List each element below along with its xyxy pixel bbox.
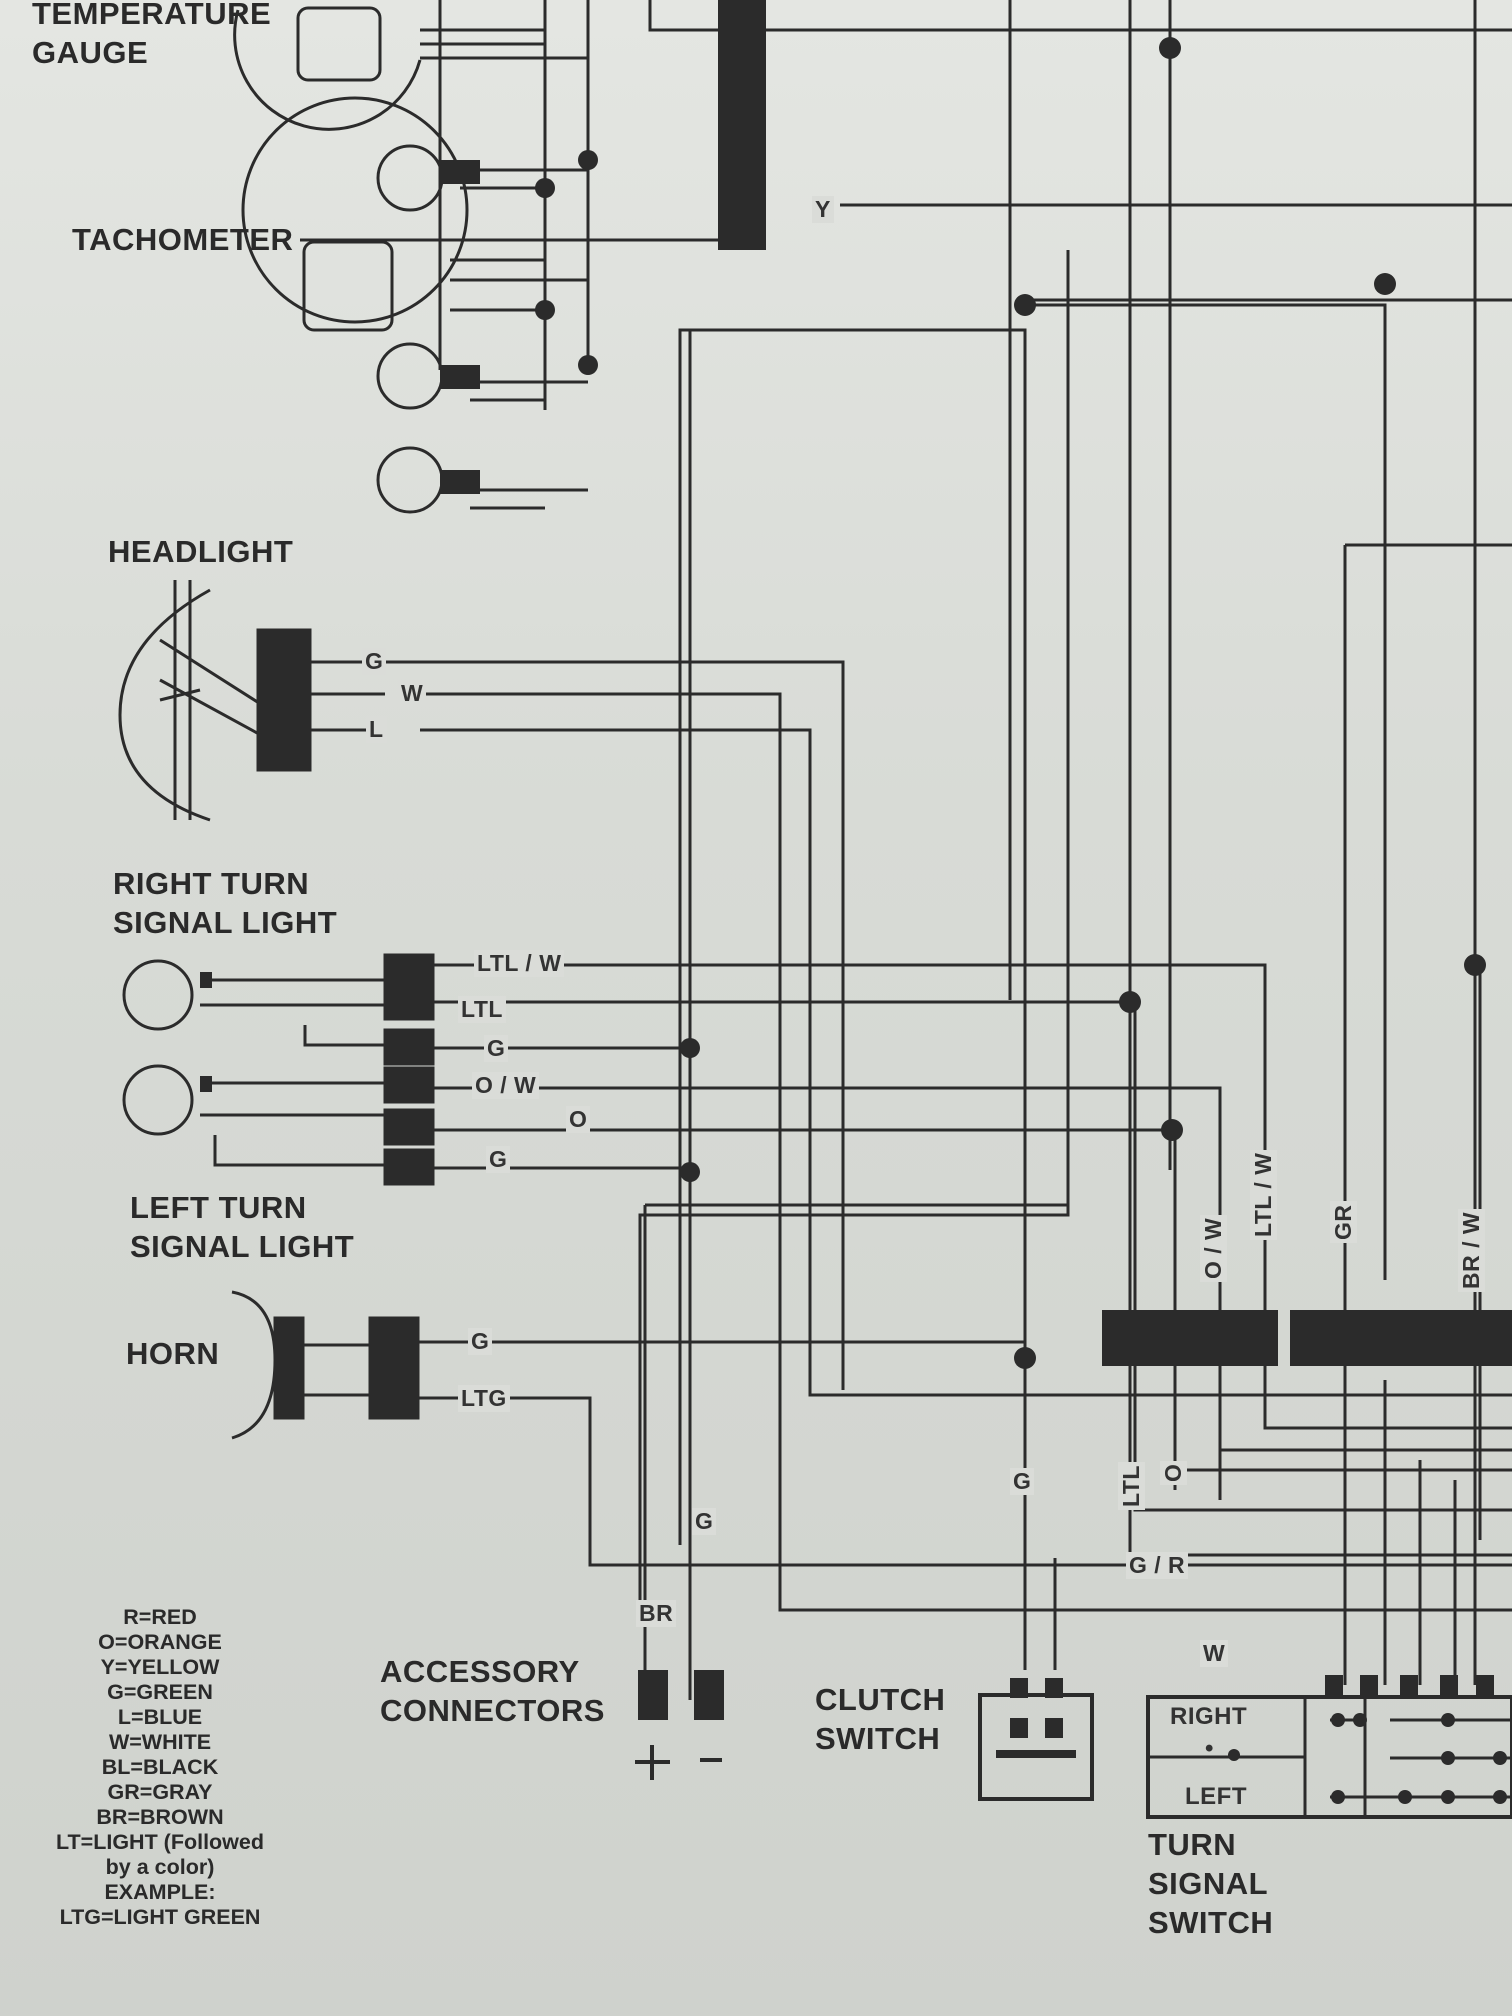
legend-item: LTG=LIGHT GREEN bbox=[59, 1905, 261, 1929]
legend-item: BR=BROWN bbox=[96, 1805, 224, 1829]
wire-label-w: W bbox=[1200, 1640, 1229, 1667]
headlight-label: HEADLIGHT bbox=[108, 534, 294, 569]
right-turn-signal-label: RIGHT TURN SIGNAL LIGHT bbox=[113, 866, 338, 940]
wire-label-ltlw-vertical: LTL / W bbox=[1250, 1149, 1277, 1240]
accessory-minus: - bbox=[700, 1726, 716, 1780]
turn-switch-left: LEFT bbox=[1185, 1783, 1247, 1810]
legend-item: Y=YELLOW bbox=[100, 1655, 220, 1679]
turn-switch-neutral: • bbox=[1205, 1735, 1214, 1762]
wire-label-head-w: W bbox=[398, 680, 427, 707]
turn-signal-switch-label: TURN SIGNAL SWITCH bbox=[1148, 1827, 1274, 1940]
legend-item: W=WHITE bbox=[108, 1730, 212, 1754]
legend-item: O=ORANGE bbox=[98, 1630, 222, 1654]
wire-label-ow-vertical: O / W bbox=[1200, 1214, 1227, 1282]
wire-label-rt-ltl: LTL bbox=[458, 996, 506, 1023]
legend-item: R=RED bbox=[123, 1605, 197, 1629]
wire-label-rt-g: G bbox=[484, 1035, 509, 1062]
temperature-gauge-label: TEMPERATURE GAUGE bbox=[32, 0, 272, 70]
wire-label-rt-ltlw: LTL / W bbox=[474, 950, 565, 977]
wire-label-acc-g: G bbox=[692, 1508, 717, 1535]
wire-label-gr-vertical: GR bbox=[1330, 1201, 1357, 1243]
wire-label-horn-ltg: LTG bbox=[458, 1385, 510, 1412]
horn-label: HORN bbox=[126, 1336, 220, 1371]
wire-label-brw-vertical: BR / W bbox=[1458, 1208, 1485, 1292]
wire-label-lt-o: O bbox=[566, 1106, 591, 1133]
wire-label-gr: G / R bbox=[1126, 1552, 1189, 1579]
tachometer-label: TACHOMETER bbox=[72, 222, 294, 257]
wire-label-acc-br: BR bbox=[636, 1600, 677, 1627]
turn-switch-right: RIGHT bbox=[1170, 1703, 1248, 1730]
left-turn-signal-label: LEFT TURN SIGNAL LIGHT bbox=[130, 1190, 355, 1264]
legend-item: L=BLUE bbox=[117, 1705, 203, 1729]
accessory-plus: + bbox=[632, 1726, 659, 1780]
clutch-switch-label: CLUTCH SWITCH bbox=[815, 1682, 946, 1756]
wire-label-lt-g: G bbox=[486, 1146, 511, 1173]
wire-label-horn-g: G bbox=[468, 1328, 493, 1355]
color-legend: R=RED O=ORANGE Y=YELLOW G=GREEN L=BLUE W… bbox=[40, 1605, 280, 1930]
legend-item: EXAMPLE: bbox=[104, 1880, 216, 1904]
legend-item: LT=LIGHT (Followed bbox=[55, 1830, 264, 1854]
legend-item: BL=BLACK bbox=[101, 1755, 219, 1779]
wire-label-tach-y: Y bbox=[812, 196, 834, 223]
accessory-connectors-label: ACCESSORY CONNECTORS bbox=[380, 1654, 605, 1728]
wire-label-ltl-vertical: LTL bbox=[1118, 1462, 1145, 1510]
legend-item: G=GREEN bbox=[107, 1680, 213, 1704]
legend-item: by a color) bbox=[105, 1855, 215, 1879]
wire-label-head-l: L bbox=[366, 716, 387, 743]
junction-dots bbox=[535, 37, 1507, 1804]
wire-label-clutch-g: G bbox=[1010, 1468, 1035, 1495]
wire-label-head-g: G bbox=[362, 648, 387, 675]
legend-item: GR=GRAY bbox=[107, 1780, 213, 1804]
wire-label-lt-ow: O / W bbox=[472, 1072, 540, 1099]
wire-label-o-vertical: O bbox=[1160, 1460, 1187, 1485]
